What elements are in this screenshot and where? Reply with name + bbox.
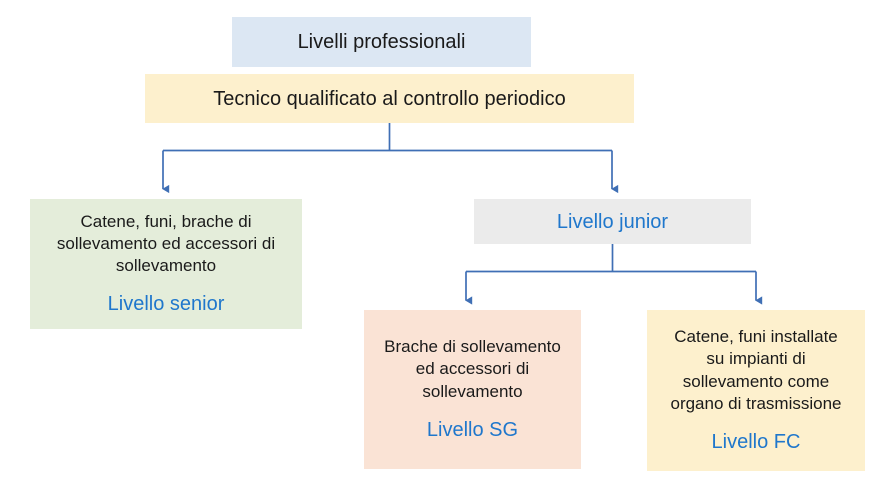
node-livello-fc[interactable]: Catene, funi installate su impianti di s… xyxy=(647,310,865,471)
node-tecnico-label: Tecnico qualificato al controllo periodi… xyxy=(213,87,566,110)
node-livello-senior[interactable]: Catene, funi, brache di sollevamento ed … xyxy=(30,199,302,329)
node-senior-level: Livello senior xyxy=(107,293,225,316)
node-junior-label: Livello junior xyxy=(556,210,669,233)
node-tecnico-qualificato[interactable]: Tecnico qualificato al controllo periodi… xyxy=(145,74,634,123)
node-sg-description: Brache di sollevamento ed accessori di s… xyxy=(384,337,561,401)
node-livello-sg[interactable]: Brache di sollevamento ed accessori di s… xyxy=(364,310,581,469)
node-sg-level: Livello SG xyxy=(426,418,519,441)
node-fc-description: Catene, funi installate su impianti di s… xyxy=(670,327,842,413)
node-senior-description: Catene, funi, brache di sollevamento ed … xyxy=(56,211,276,276)
node-fc-level: Livello FC xyxy=(711,430,801,453)
node-livello-junior[interactable]: Livello junior xyxy=(474,199,751,244)
node-livelli-professionali[interactable]: Livelli professionali xyxy=(232,17,531,67)
node-root-label: Livelli professionali xyxy=(297,31,466,53)
